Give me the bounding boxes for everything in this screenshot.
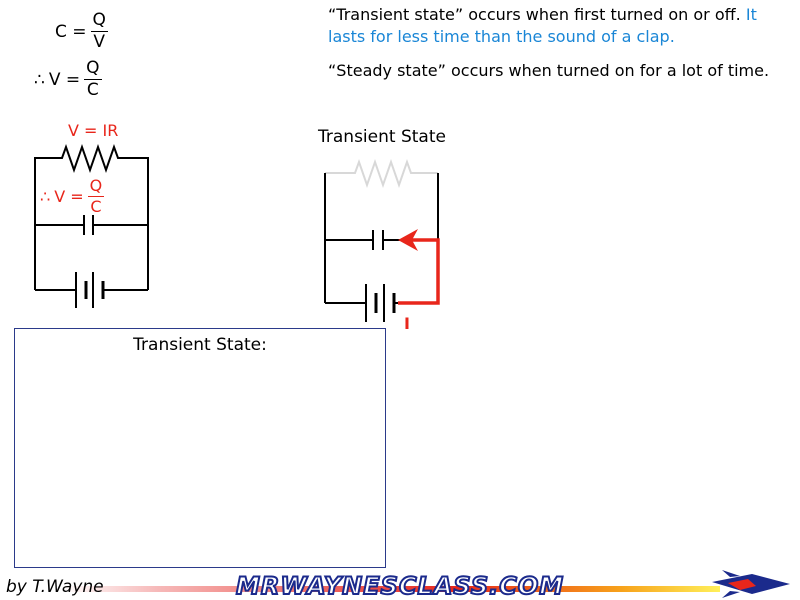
voltage-fraction: Q C xyxy=(84,58,102,100)
right-resistor-branch-faded xyxy=(325,158,438,189)
voltage-denominator: C xyxy=(86,80,99,100)
capacitance-fraction: Q V xyxy=(90,10,108,52)
right-circuit xyxy=(324,158,440,322)
transient-description-text: “Transient state” occurs when first turn… xyxy=(328,5,741,24)
voltage-numerator: Q xyxy=(84,58,102,80)
capacitance-numerator: Q xyxy=(90,10,108,32)
capacitor-voltage-fraction: Q C xyxy=(87,176,105,216)
capacitor-voltage-denominator: C xyxy=(90,197,102,216)
capacitor-voltage-lhs: V = xyxy=(54,187,84,206)
steady-description: “Steady state” occurs when turned on for… xyxy=(328,61,770,80)
transient-notes-title: Transient State: xyxy=(133,335,267,355)
capacitance-formula: C = Q V xyxy=(55,12,108,51)
capacitor-voltage-label: ∴ V = Q C xyxy=(40,176,105,216)
left-resistor-branch xyxy=(34,143,149,290)
voltage-formula: ∴ V = Q C xyxy=(34,60,102,99)
transient-circuit-title: Transient State xyxy=(318,127,446,147)
author-credit: by T.Wayne xyxy=(6,577,104,597)
capacitor-voltage-numerator: Q xyxy=(87,176,105,197)
left-circuit xyxy=(34,143,149,308)
therefore-symbol: ∴ xyxy=(34,69,45,90)
current-path xyxy=(398,238,440,305)
capacitor-therefore-symbol: ∴ xyxy=(40,187,51,206)
transient-description: “Transient state” occurs when first turn… xyxy=(328,4,790,48)
brand-logo-text: MRWAYNESCLASS.COM xyxy=(235,571,565,600)
voltage-lhs: V = xyxy=(48,69,81,90)
resistor-voltage-label: V = IR xyxy=(68,121,119,140)
transient-notes-box: Transient State: xyxy=(14,328,386,568)
capacitance-lhs: C = xyxy=(55,21,87,42)
capacitance-denominator: V xyxy=(93,32,106,52)
current-arrow-head xyxy=(398,229,418,251)
transient-description-highlight: It lasts for less time than the sound of… xyxy=(328,5,757,46)
current-label: I xyxy=(404,314,410,333)
